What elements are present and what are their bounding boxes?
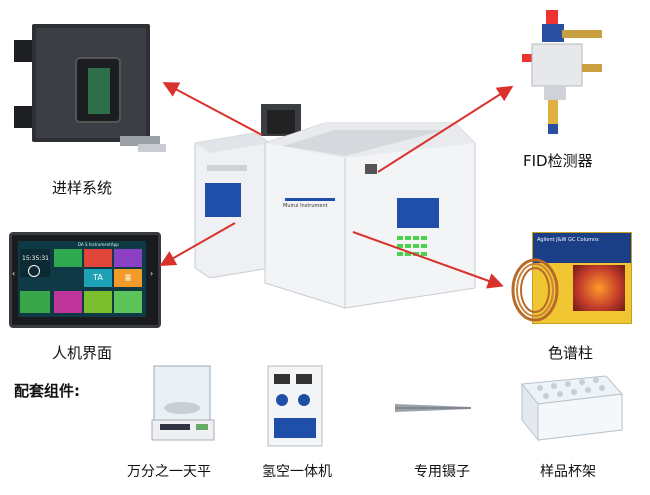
gc-instrument-image: Muirui Instrument [185, 98, 485, 313]
hmi-tile-magenta[interactable] [54, 291, 82, 313]
hmi-tile-green2[interactable] [20, 291, 50, 313]
hmi-tile-cyan[interactable]: TA [84, 269, 112, 287]
accessory-label-tweezers: 专用镊子 [414, 464, 470, 480]
hmi-tile-lime[interactable] [84, 291, 112, 313]
injection-system-image [10, 18, 175, 158]
accessory-label-generator: 氢空一体机 [262, 464, 332, 480]
fid-detector-image [512, 10, 612, 140]
hmi-tile-green3[interactable] [114, 291, 142, 313]
gc-column-box-title: Agilent J&W GC Columns [537, 237, 599, 243]
hydrogen-air-generator-image [264, 362, 326, 450]
gc-instrument-brand: Muirui Instrument [283, 203, 328, 209]
hmi-tile-liang-label: 量 [124, 274, 132, 282]
accessories-title: 配套组件: [14, 382, 80, 400]
gc-column-box-band [533, 233, 631, 263]
gc-column-box-art [573, 265, 625, 311]
hmi-tile-orange[interactable]: 量 [114, 269, 142, 287]
hmi-tile-red[interactable] [84, 249, 112, 267]
gc-column-box: Agilent J&W GC Columns [532, 232, 632, 324]
hmi-time: 15:35:31 [22, 255, 49, 262]
fid-detector-label: FID检测器 [523, 152, 593, 170]
analytical-balance-image [150, 360, 220, 450]
hmi-brand: DA S InstrumentApp [78, 242, 119, 247]
column-label: 色谱柱 [548, 344, 594, 362]
hmi-clock-icon [28, 265, 40, 277]
accessory-label-sample-rack: 样品杯架 [540, 464, 596, 480]
hmi-chevron-left-icon[interactable]: ‹ [12, 269, 16, 278]
hmi-chevron-right-icon[interactable]: › [150, 269, 154, 278]
hmi-tile-purple[interactable] [114, 249, 142, 267]
accessory-label-balance: 万分之一天平 [127, 464, 211, 480]
hmi-inner: DA S InstrumentApp 15:35:31 TA 量 [18, 241, 146, 317]
sample-rack-image [516, 374, 626, 448]
hmi-screen: DA S InstrumentApp 15:35:31 TA 量 ‹ › [9, 232, 161, 328]
hmi-label: 人机界面 [52, 344, 113, 362]
hmi-tile-green[interactable] [54, 249, 82, 267]
tweezers-image [393, 398, 473, 418]
gc-column-coil-image [505, 252, 565, 326]
hmi-tile-ta-label: TA [93, 273, 103, 282]
injection-system-label: 进样系统 [52, 179, 113, 197]
